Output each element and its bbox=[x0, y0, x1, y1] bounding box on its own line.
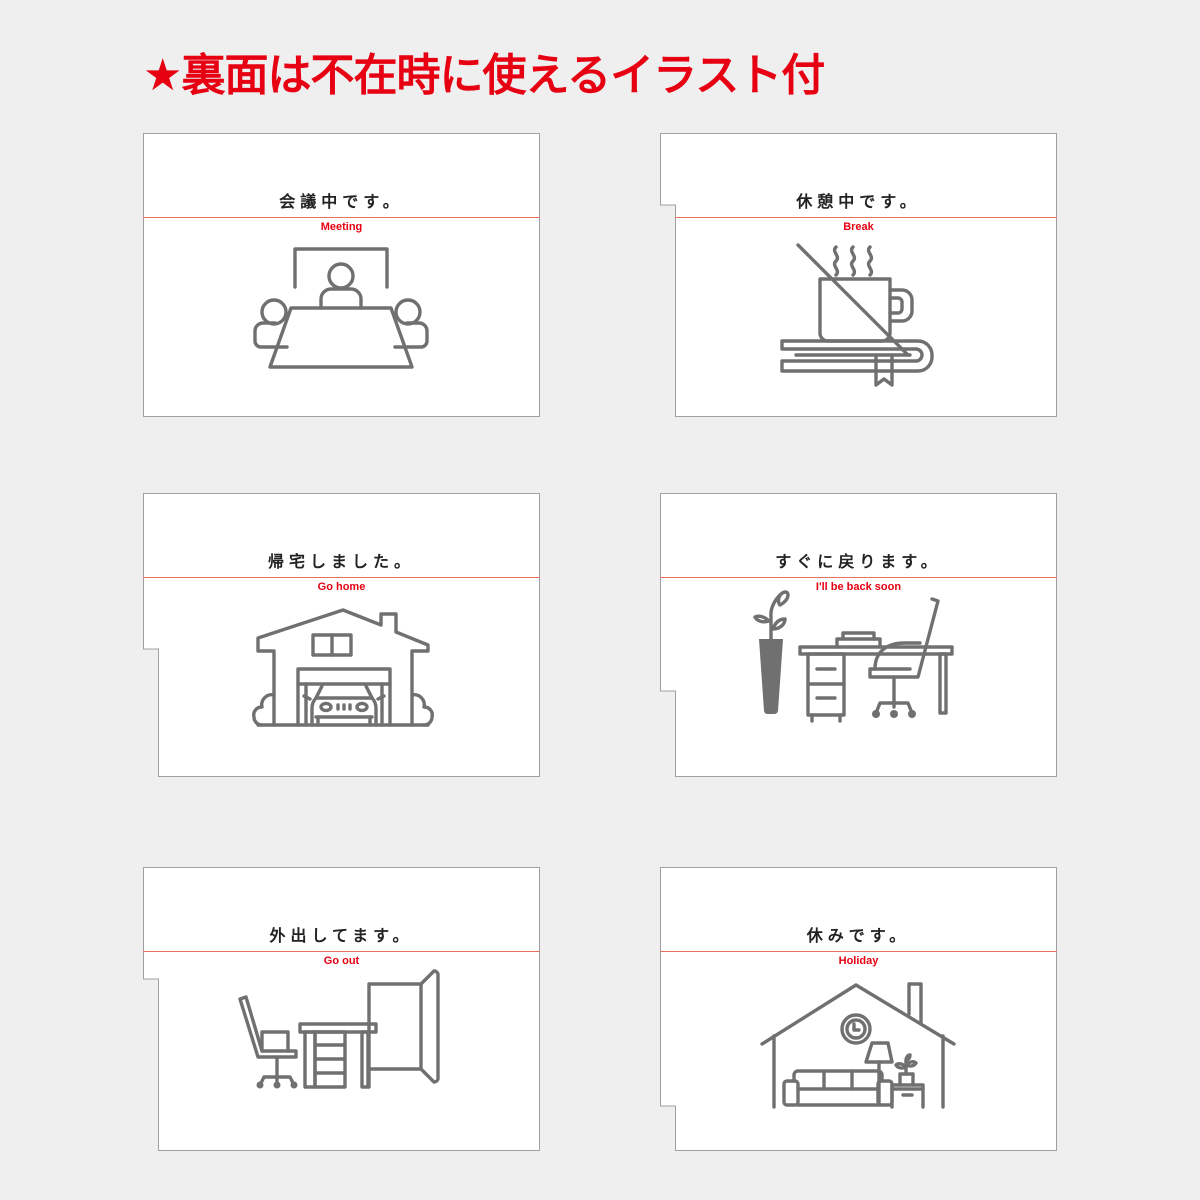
card-title-jp: 休憩中です。 bbox=[796, 192, 921, 211]
card-title-jp: 外出してます。 bbox=[269, 926, 414, 945]
card-frame bbox=[660, 867, 1057, 1151]
card-label-en: Go home bbox=[317, 581, 366, 593]
card-frame bbox=[660, 133, 1057, 417]
card-title-jp: 休みです。 bbox=[806, 926, 911, 945]
card-frame bbox=[143, 867, 540, 1151]
divider-line bbox=[143, 217, 540, 218]
card-frame bbox=[143, 133, 540, 417]
card-label-en: I'll be back soon bbox=[815, 581, 902, 593]
card-frame bbox=[660, 493, 1057, 777]
home-living-room-icon bbox=[760, 982, 956, 1109]
sign-card-back-soon: すぐに戻ります。 I'll be back soon bbox=[660, 493, 1057, 777]
divider-line bbox=[660, 951, 1057, 952]
divider-line bbox=[143, 951, 540, 952]
meeting-icon bbox=[253, 247, 429, 369]
coffee-break-icon bbox=[780, 243, 934, 387]
sign-card-meeting: 会議中です。 Meeting bbox=[143, 133, 540, 417]
desk-chair-plant-icon bbox=[753, 590, 954, 723]
card-label-en: Break bbox=[843, 221, 874, 233]
card-title-jp: 会議中です。 bbox=[279, 192, 404, 211]
sign-card-go-home: 帰宅しました。 Go home bbox=[143, 493, 540, 777]
card-label-en: Meeting bbox=[320, 221, 363, 233]
sign-card-go-out: 外出してます。 Go out bbox=[143, 867, 540, 1151]
card-label-en: Go out bbox=[323, 955, 360, 967]
card-title-jp: 帰宅しました。 bbox=[267, 552, 415, 571]
card-title-jp: すぐに戻ります。 bbox=[775, 552, 942, 571]
office-door-icon bbox=[238, 969, 440, 1089]
divider-line bbox=[660, 577, 1057, 578]
sign-card-break: 休憩中です。 Break bbox=[660, 133, 1057, 417]
sign-card-holiday: 休みです。 Holiday bbox=[660, 867, 1057, 1151]
page-headline: ★裏面は不在時に使えるイラスト付 bbox=[143, 50, 825, 101]
card-label-en: Holiday bbox=[838, 955, 879, 967]
divider-line bbox=[143, 577, 540, 578]
house-garage-icon bbox=[252, 608, 434, 727]
divider-line bbox=[675, 217, 1057, 218]
